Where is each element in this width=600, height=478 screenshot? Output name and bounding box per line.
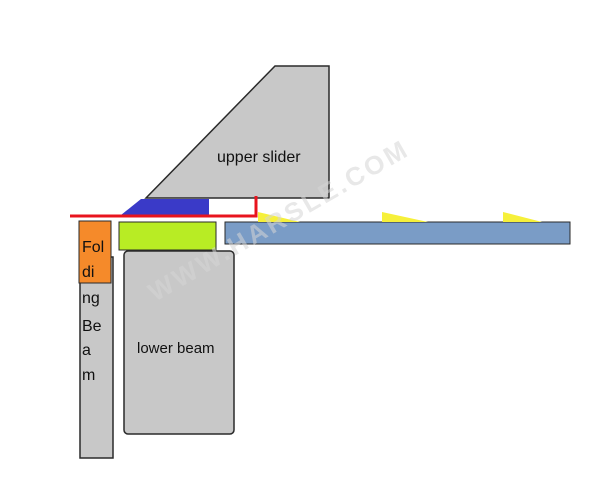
gauge-wedge	[503, 212, 542, 222]
gauge-wedge	[258, 212, 300, 222]
red-reference-line	[70, 196, 258, 218]
lower-beam-label: lower beam	[137, 340, 215, 357]
gauge-wedge	[382, 212, 428, 222]
lower-tool	[118, 221, 217, 251]
upper-tool	[121, 199, 209, 215]
folding-beam-label: Fol di ng Be a m	[82, 239, 109, 384]
upper-slider-label: upper slider	[217, 149, 301, 166]
lower-beam	[123, 250, 235, 435]
upper-slider	[144, 65, 330, 199]
folding-beam-tip	[78, 220, 112, 284]
folding-beam	[79, 256, 114, 459]
